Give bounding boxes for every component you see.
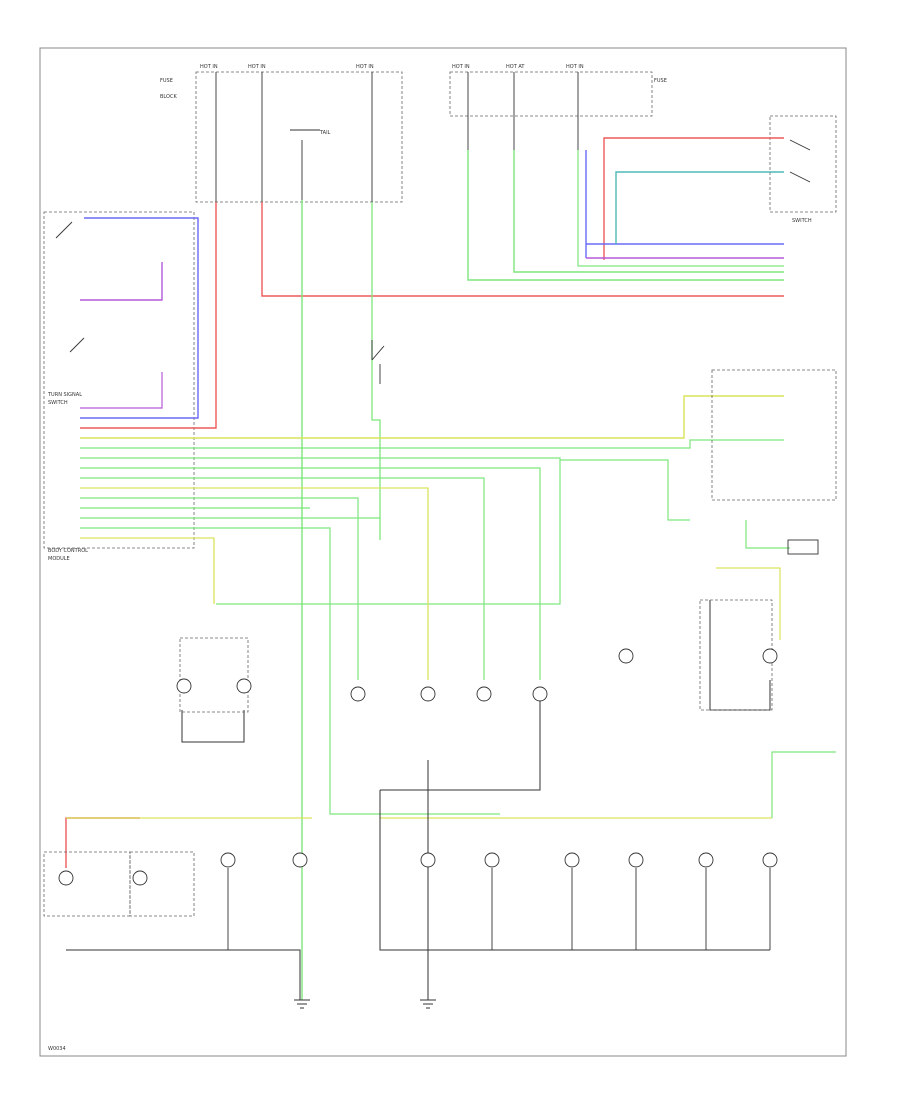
svg-text:BLOCK: BLOCK bbox=[160, 94, 177, 100]
front-lamp-group bbox=[176, 637, 252, 713]
right-lamp-group bbox=[618, 599, 778, 711]
wire-blue-left bbox=[80, 217, 199, 419]
wire-green-bus-4 bbox=[80, 477, 485, 680]
svg-text:SWITCH: SWITCH bbox=[792, 218, 812, 224]
wire-yellow-2 bbox=[80, 487, 429, 680]
wire-red-main bbox=[261, 202, 784, 297]
svg-text:HOT IN: HOT IN bbox=[566, 64, 584, 70]
wire-red-top-right bbox=[603, 137, 784, 260]
wire-ground-front bbox=[181, 710, 245, 743]
svg-text:TAIL: TAIL bbox=[319, 130, 331, 136]
svg-text:BODY CONTROL: BODY CONTROL bbox=[48, 548, 88, 554]
wire-green-right-2 bbox=[745, 520, 790, 549]
wire-green-bus-3 bbox=[80, 467, 541, 680]
svg-text:HOT IN: HOT IN bbox=[452, 64, 470, 70]
combination-switch: TURN SIGNAL SWITCH BODY CONTROL MODULE bbox=[43, 211, 195, 562]
fuse-block-right: HOT IN HOT AT HOT IN FUSE bbox=[449, 64, 667, 150]
wire-ground-bus-lower bbox=[380, 700, 541, 791]
svg-text:HOT IN: HOT IN bbox=[200, 64, 218, 70]
wire-bus-right-vertical bbox=[771, 751, 836, 818]
ground-symbols bbox=[294, 999, 436, 1009]
wire-yellow-right bbox=[716, 567, 781, 640]
mid-lamp-row bbox=[350, 686, 548, 702]
wire-red-left bbox=[80, 202, 217, 429]
wire-green-bus-5 bbox=[80, 497, 359, 680]
svg-text:HOT AT: HOT AT bbox=[506, 64, 525, 70]
wire-green-stop bbox=[371, 202, 381, 540]
wire-yellow-1 bbox=[80, 395, 784, 439]
wire-green-right-1 bbox=[560, 459, 690, 521]
wire-ground-right bbox=[709, 600, 771, 711]
wire-purple-left2 bbox=[80, 372, 163, 409]
wire-green-bus-1 bbox=[80, 439, 784, 449]
svg-text:HOT IN: HOT IN bbox=[356, 64, 374, 70]
svg-text:FUSE: FUSE bbox=[160, 78, 173, 84]
wire-green-1 bbox=[467, 150, 784, 281]
svg-text:SWITCH: SWITCH bbox=[48, 400, 68, 406]
wire-purple-left bbox=[80, 262, 163, 301]
svg-text:TURN SIGNAL: TURN SIGNAL bbox=[47, 392, 82, 398]
fuse-block-left: HOT IN HOT IN HOT IN FUSE BLOCK TAIL bbox=[160, 64, 403, 203]
wire-yellow-3 bbox=[80, 537, 215, 604]
wire-red-bottom-left bbox=[65, 817, 140, 868]
footer-code: W0034 bbox=[48, 1046, 66, 1052]
diagram-border bbox=[39, 47, 847, 1057]
fog-lamp-relay bbox=[711, 369, 837, 555]
wire-green-bus-8 bbox=[80, 527, 500, 815]
svg-text:MODULE: MODULE bbox=[48, 556, 70, 562]
rear-ground-lines bbox=[227, 818, 771, 950]
headlight-switch: SWITCH bbox=[769, 115, 837, 224]
wire-green-bus-2 bbox=[80, 457, 561, 605]
svg-text:HOT IN: HOT IN bbox=[248, 64, 266, 70]
wire-green-3 bbox=[577, 150, 784, 267]
stop-lamp-switch bbox=[371, 340, 385, 384]
wire-ground-bus-left bbox=[66, 949, 301, 1000]
rear-lamp-row bbox=[43, 851, 778, 917]
svg-text:FUSE: FUSE bbox=[654, 78, 667, 84]
wire-blue-right bbox=[585, 150, 784, 258]
wire-teal bbox=[615, 171, 784, 244]
wire-green-2 bbox=[513, 150, 784, 273]
